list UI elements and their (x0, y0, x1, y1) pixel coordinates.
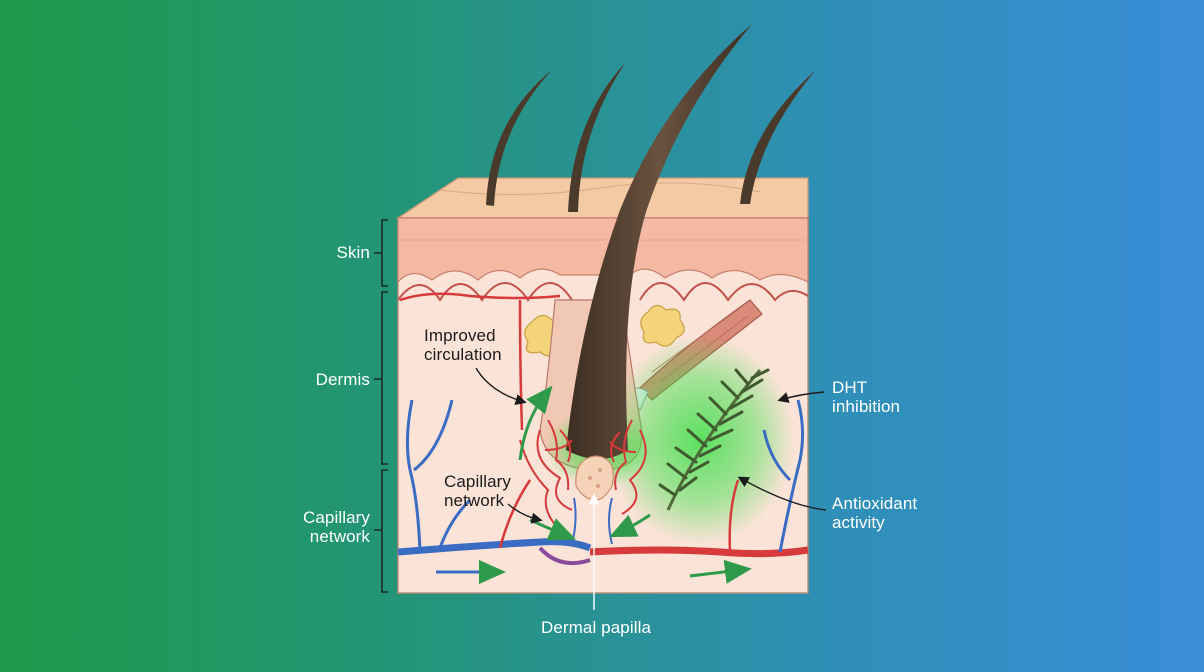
label-antioxidant-activity: Antioxidant activity (832, 494, 917, 532)
label-dermal-papilla: Dermal papilla (516, 618, 676, 637)
label-capillary-network-inner: Capillary network (444, 472, 511, 510)
dermal-papilla (576, 456, 613, 500)
label-skin: Skin (300, 243, 370, 262)
label-capillary-network-left: Capillary network (260, 508, 370, 546)
artery-bottom (590, 550, 808, 554)
layer-braces (374, 220, 388, 592)
label-dht-inhibition: DHT inhibition (832, 378, 900, 416)
label-improved-circulation: Improved circulation (424, 326, 502, 364)
label-dermis: Dermis (290, 370, 370, 389)
